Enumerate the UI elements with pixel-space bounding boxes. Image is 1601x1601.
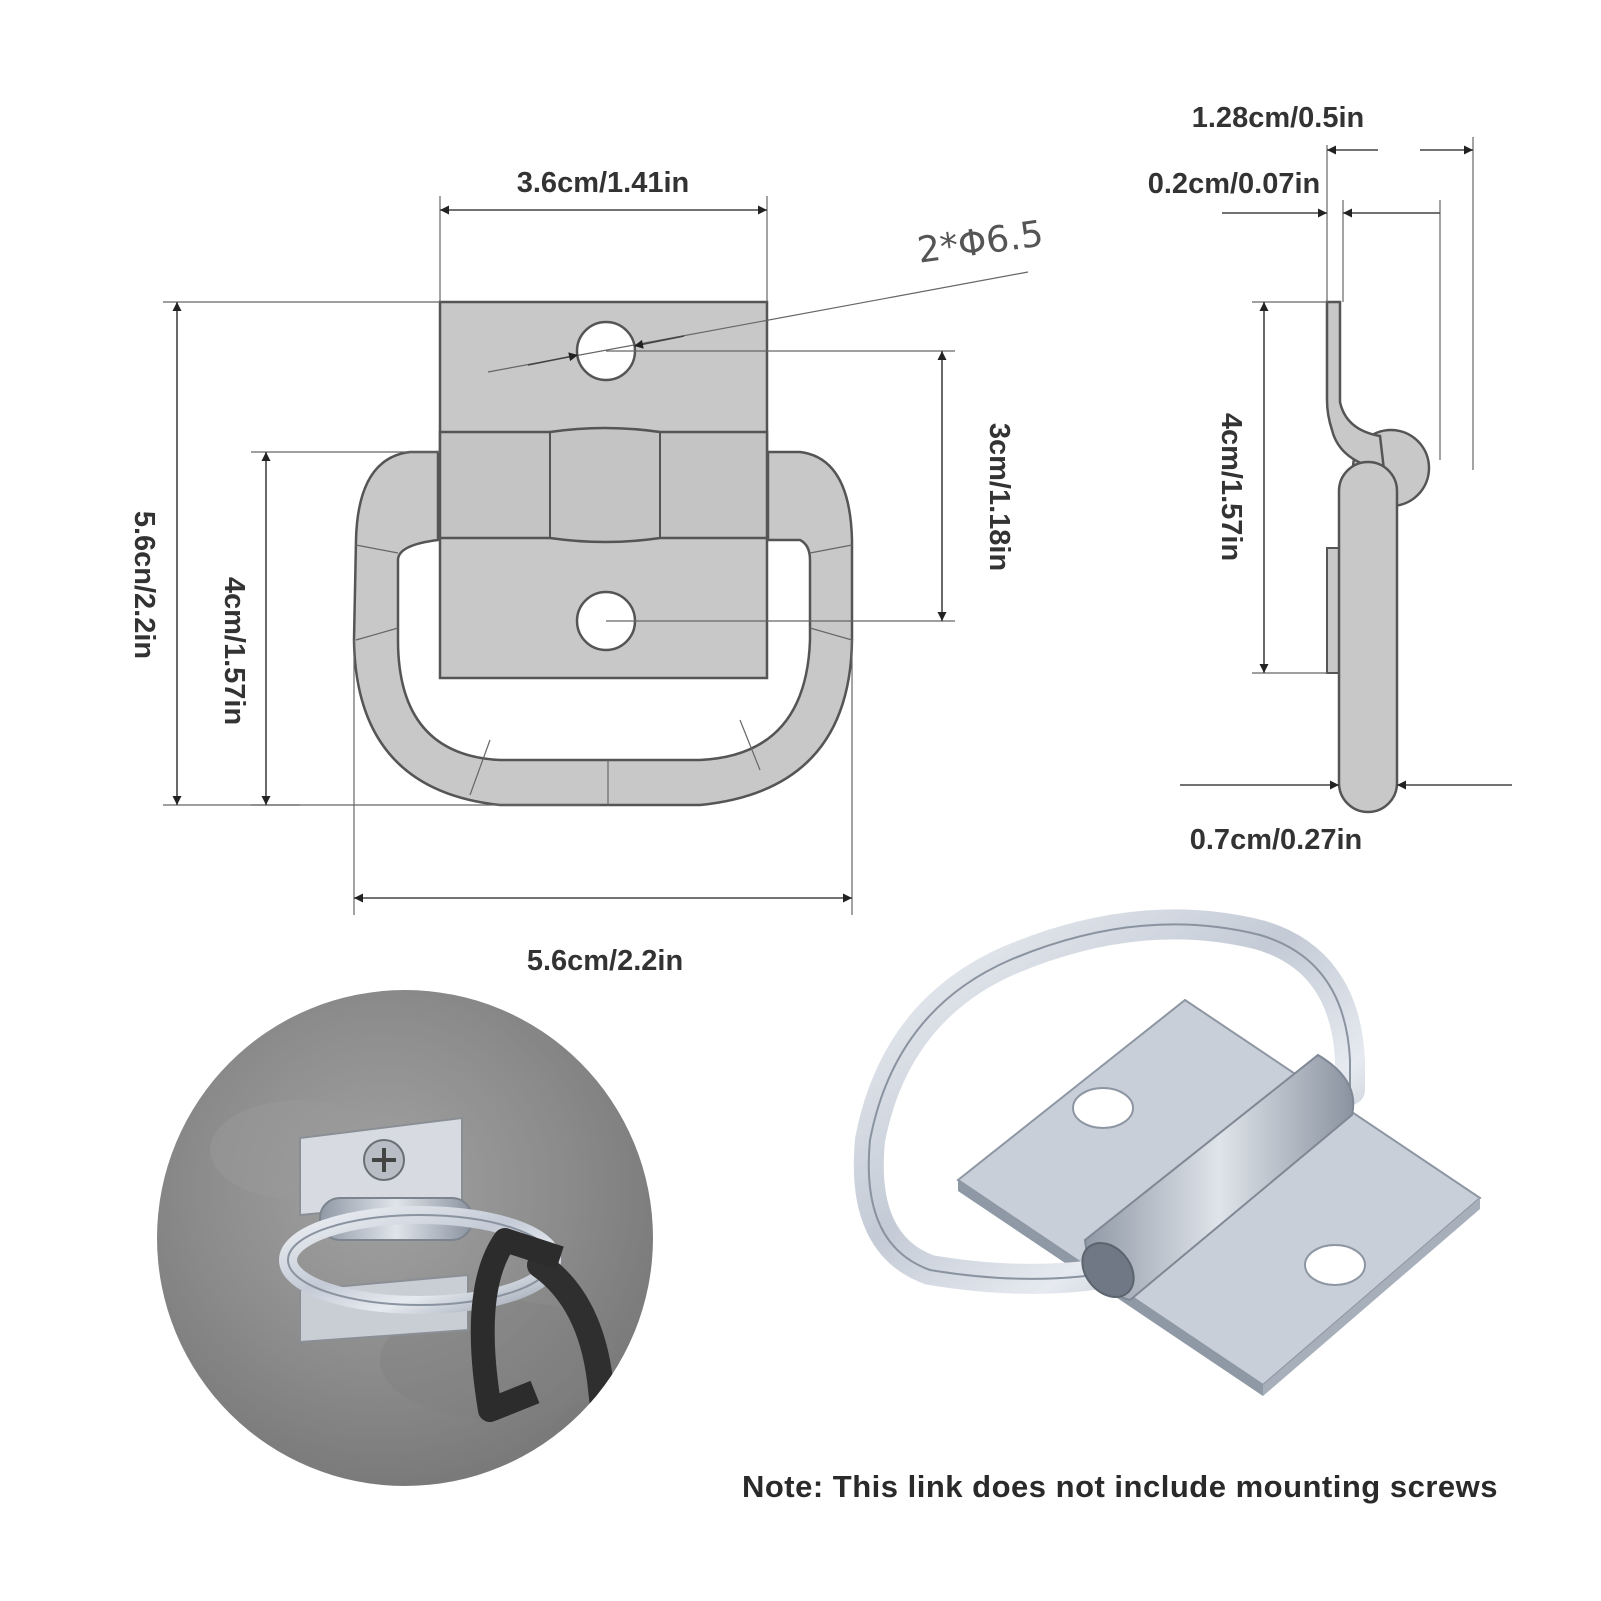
hole-spec-label: 2*Φ6.5 bbox=[915, 214, 1046, 272]
note-text: Note: This link does not include mountin… bbox=[742, 1469, 1498, 1504]
front-dimension-lines bbox=[163, 196, 1029, 915]
hole-spacing-label: 3cm/1.18in bbox=[983, 423, 1015, 571]
product-photo bbox=[853, 909, 1482, 1396]
side-dimension-lines bbox=[1180, 137, 1512, 790]
side-plate-height-label: 4cm/1.57in bbox=[1215, 413, 1247, 561]
ring-diameter-label: 0.7cm/0.27in bbox=[1190, 824, 1363, 856]
overall-height-label: 5.6cn/2.2in bbox=[128, 511, 160, 659]
side-plate-thickness-label: 0.2cm/0.07in bbox=[1148, 168, 1321, 200]
front-view-drawing bbox=[352, 300, 854, 807]
side-total-depth-label: 1.28cm/0.5in bbox=[1192, 102, 1365, 134]
top-width-label: 3.6cm/1.41in bbox=[517, 167, 690, 199]
side-view-drawing bbox=[1325, 300, 1431, 814]
wall-mount-photo bbox=[157, 990, 653, 1486]
overall-width-label: 5.6cm/2.2in bbox=[527, 945, 683, 977]
ring-height-label: 4cm/1.57in bbox=[218, 577, 250, 725]
